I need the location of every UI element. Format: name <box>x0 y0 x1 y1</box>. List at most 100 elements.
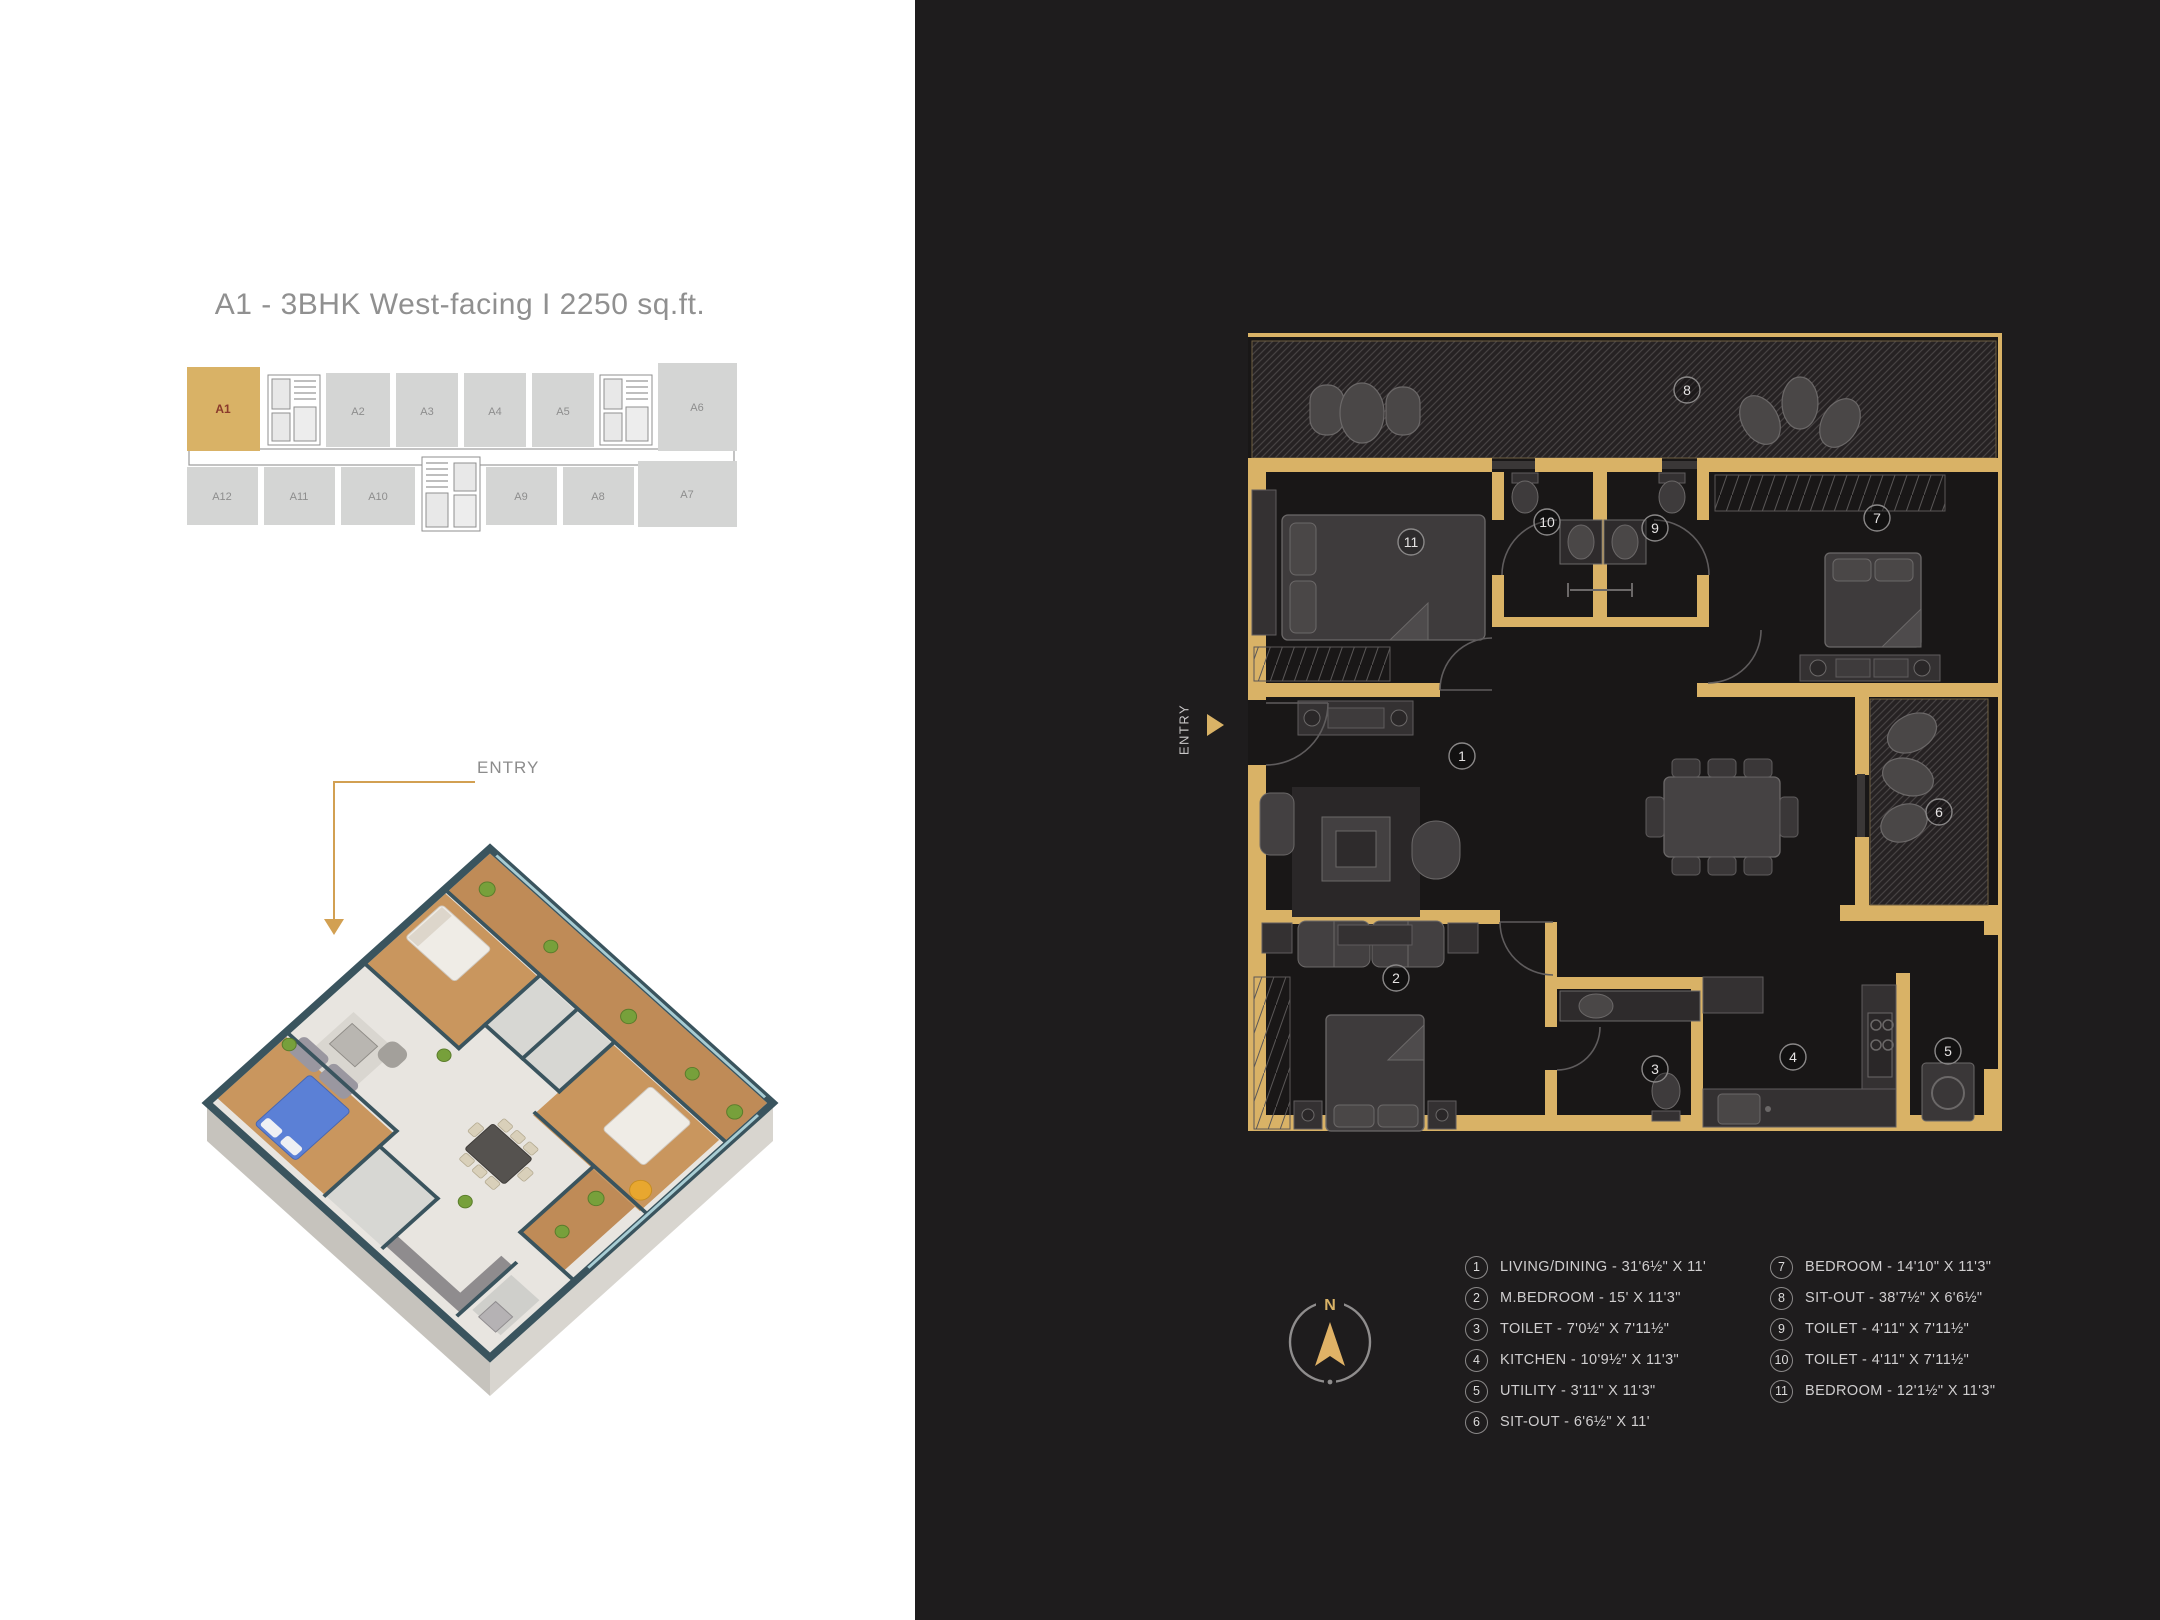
svg-text:A9: A9 <box>514 491 527 503</box>
svg-text:2: 2 <box>1392 970 1400 986</box>
legend-number-badge: 10 <box>1770 1348 1793 1372</box>
keyplan-unit-a4[interactable]: A4 <box>464 373 526 447</box>
svg-text:A7: A7 <box>680 489 693 501</box>
legend-label: M.BEDROOM - 15' X 11'3" <box>1500 1290 1681 1306</box>
legend-item: 7 BEDROOM - 14'10" X 11'3" <box>1770 1255 1995 1279</box>
svg-text:A3: A3 <box>420 406 433 418</box>
keyplan-unit-a11[interactable]: A11 <box>264 467 335 525</box>
room-sit-out-8 <box>1251 340 1997 459</box>
entry-arrow-icon <box>324 919 344 935</box>
legend-label: LIVING/DINING - 31'6½" X 11' <box>1500 1259 1707 1275</box>
room-kitchen-4 <box>1702 976 1897 1128</box>
compass: N <box>1288 1288 1372 1387</box>
svg-text:9: 9 <box>1651 520 1659 536</box>
svg-text:5: 5 <box>1944 1043 1952 1059</box>
keyplan-unit-a8[interactable]: A8 <box>563 467 634 525</box>
entry-label-3d: ENTRY <box>477 758 540 777</box>
left-panel: A1 - 3BHK West-facing I 2250 sq.ft. A1 A… <box>0 0 915 1620</box>
legend-label: TOILET - 4'11" X 7'11½" <box>1805 1321 1970 1337</box>
keyplan-stair-core <box>267 374 321 446</box>
entry-callout-line <box>333 781 475 783</box>
legend-column-left: 1 LIVING/DINING - 31'6½" X 11' 2 M.BEDRO… <box>1465 1255 1707 1434</box>
keyplan-unit-a9[interactable]: A9 <box>486 467 557 525</box>
svg-text:1: 1 <box>1458 748 1466 764</box>
legend-number-badge: 8 <box>1770 1286 1793 1310</box>
legend-number-badge: 6 <box>1465 1410 1488 1434</box>
svg-text:4: 4 <box>1789 1049 1797 1065</box>
svg-text:A5: A5 <box>556 406 569 418</box>
svg-text:11: 11 <box>1404 534 1419 550</box>
entry-label-2d: ENTRY <box>1176 703 1192 756</box>
legend-label: SIT-OUT - 38'7½" X 6'6½" <box>1805 1290 1983 1306</box>
legend-label: TOILET - 4'11" X 7'11½" <box>1805 1352 1970 1368</box>
legend-number-badge: 1 <box>1465 1255 1488 1279</box>
svg-text:6: 6 <box>1935 804 1943 820</box>
keyplan-unit-a6[interactable]: A6 <box>658 363 737 451</box>
legend-label: BEDROOM - 12'1½" X 11'3" <box>1805 1383 1996 1399</box>
svg-text:A1: A1 <box>215 402 231 416</box>
legend-label: BEDROOM - 14'10" X 11'3" <box>1805 1259 1992 1275</box>
legend-label: KITCHEN - 10'9½" X 11'3" <box>1500 1352 1680 1368</box>
plinth-right <box>490 1103 773 1396</box>
legend-label: UTILITY - 3'11" X 11'3" <box>1500 1383 1656 1399</box>
room-toilet-10 <box>1511 472 1603 565</box>
room-toilet-9 <box>1567 472 1686 597</box>
legend-item: 1 LIVING/DINING - 31'6½" X 11' <box>1465 1255 1707 1279</box>
compass-needle-icon <box>1315 1322 1345 1366</box>
legend-item: 4 KITCHEN - 10'9½" X 11'3" <box>1465 1348 1706 1372</box>
legend-item: 2 M.BEDROOM - 15' X 11'3" <box>1465 1286 1706 1310</box>
legend-number-badge: 5 <box>1465 1379 1488 1403</box>
svg-text:A11: A11 <box>290 491 309 503</box>
svg-text:7: 7 <box>1873 510 1881 526</box>
legend-item: 8 SIT-OUT - 38'7½" X 6'6½" <box>1770 1286 1995 1310</box>
keyplan-stair-core <box>599 374 653 446</box>
entry-callout-line <box>333 781 335 919</box>
floor-plan-2d: 1 2 3 4 5 6 7 8 9 10 11 <box>1248 333 2002 1132</box>
svg-text:A10: A10 <box>368 491 388 503</box>
legend-item: 9 TOILET - 4'11" X 7'11½" <box>1770 1317 1995 1341</box>
legend-label: SIT-OUT - 6'6½" X 11' <box>1500 1414 1650 1430</box>
keyplan-unit-a12[interactable]: A12 <box>187 467 258 525</box>
key-plan: A1 A2 A3 A4 <box>187 363 737 532</box>
svg-text:A12: A12 <box>212 491 232 503</box>
plants <box>281 881 744 1239</box>
page-title: A1 - 3BHK West-facing I 2250 sq.ft. <box>214 288 706 321</box>
keyplan-unit-a10[interactable]: A10 <box>341 467 415 525</box>
legend-number-badge: 9 <box>1770 1317 1793 1341</box>
svg-text:A4: A4 <box>488 406 501 418</box>
keyplan-unit-a5[interactable]: A5 <box>532 373 594 447</box>
keyplan-unit-a1-highlight[interactable]: A1 <box>187 367 260 451</box>
keyplan-unit-a3[interactable]: A3 <box>396 373 458 447</box>
legend-item: 5 UTILITY - 3'11" X 11'3" <box>1465 1379 1706 1403</box>
room-sit-out-6 <box>1869 698 1989 906</box>
svg-text:A2: A2 <box>351 406 364 418</box>
room-bedroom-7 <box>1714 474 1946 682</box>
legend-number-badge: 11 <box>1770 1379 1793 1403</box>
svg-text:8: 8 <box>1683 382 1691 398</box>
legend-item: 10 TOILET - 4'11" X 7'11½" <box>1770 1348 1995 1372</box>
legend-label: TOILET - 7'0½" X 7'11½" <box>1500 1321 1670 1337</box>
svg-text:10: 10 <box>1539 514 1555 530</box>
window-sill <box>1492 461 1865 837</box>
compass-north-label: N <box>1324 1297 1336 1314</box>
legend-number-badge: 2 <box>1465 1286 1488 1310</box>
legend-item: 3 TOILET - 7'0½" X 7'11½" <box>1465 1317 1706 1341</box>
legend-item: 6 SIT-OUT - 6'6½" X 11' <box>1465 1410 1706 1434</box>
room-bedroom-11 <box>1251 489 1486 682</box>
legend-number-badge: 4 <box>1465 1348 1488 1372</box>
keyplan-lift-core <box>421 456 481 532</box>
room-utility-5 <box>1921 1062 1975 1122</box>
legend-number-badge: 3 <box>1465 1317 1488 1341</box>
door-arcs <box>1265 519 1762 1071</box>
legend-item: 11 BEDROOM - 12'1½" X 11'3" <box>1770 1379 1996 1403</box>
keyplan-unit-a7[interactable]: A7 <box>638 461 737 527</box>
legend-number-badge: 7 <box>1770 1255 1793 1279</box>
room-number-badges: 1 2 3 4 5 6 7 8 9 10 11 <box>1382 376 1962 1083</box>
svg-text:A8: A8 <box>591 491 604 503</box>
svg-text:3: 3 <box>1651 1061 1659 1077</box>
legend-column-right: 7 BEDROOM - 14'10" X 11'3" 8 SIT-OUT - 3… <box>1770 1255 1996 1403</box>
room-master-bedroom-2 <box>1253 924 1457 1132</box>
floor-plan-3d <box>201 843 779 1396</box>
keyplan-unit-a2[interactable]: A2 <box>326 373 390 447</box>
entry-arrow-icon <box>1207 714 1224 736</box>
